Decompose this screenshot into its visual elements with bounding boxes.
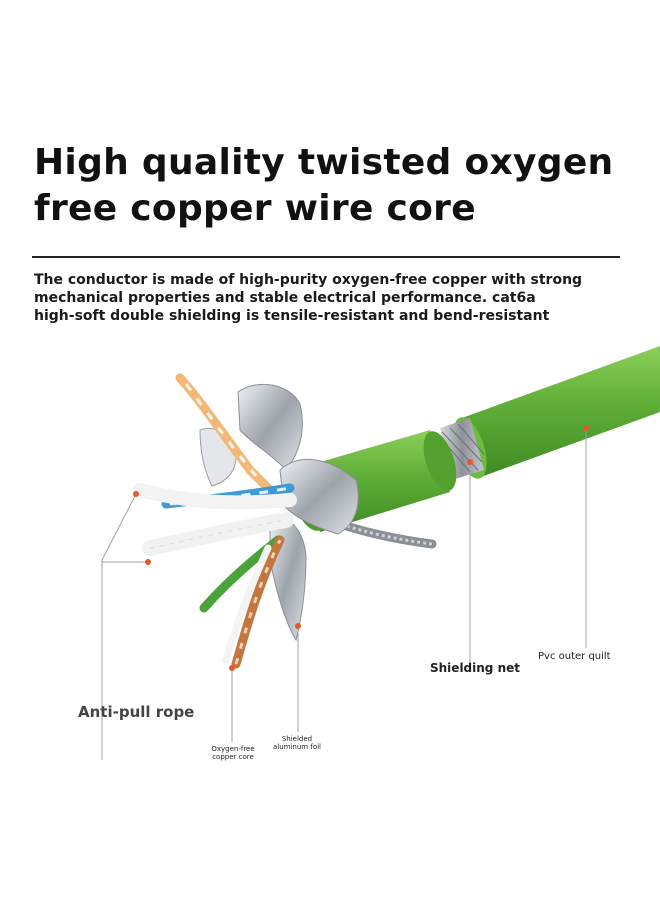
label-shielding-net: Shielding net	[430, 661, 520, 675]
label-aluminum-foil-line-1: Shielded	[281, 735, 313, 743]
dot-anti-pull-a	[133, 491, 139, 497]
dot-aluminum-foil	[295, 623, 301, 629]
dot-shielding-net	[467, 459, 473, 465]
callout-lines	[101, 428, 587, 760]
description-line-1: The conductor is made of high-purity oxy…	[34, 272, 583, 288]
description-line-3: high-soft double shielding is tensile-re…	[34, 308, 550, 324]
page-title: High quality twisted oxygen free copper …	[34, 140, 634, 232]
label-anti-pull-rope: Anti-pull rope	[78, 703, 195, 721]
title-line-1: High quality twisted oxygen	[34, 142, 614, 183]
title-divider	[32, 256, 620, 258]
aluminum-foil	[199, 383, 359, 642]
label-oxygen-free-line-2: copper core	[212, 753, 254, 761]
label-aluminum-foil-line-2: aluminum foil	[273, 743, 321, 751]
dot-copper-core	[229, 665, 235, 671]
twisted-pairs	[133, 373, 297, 669]
description: The conductor is made of high-purity oxy…	[34, 271, 634, 325]
label-oxygen-free-line-1: Oxygen-free	[211, 745, 255, 753]
title-line-2: free copper wire core	[34, 188, 476, 229]
description-line-2: mechanical properties and stable electri…	[34, 290, 536, 306]
dot-anti-pull-b	[145, 559, 151, 565]
label-oxygen-free-copper-core: Oxygen-free copper core	[204, 745, 262, 761]
callout-anti-pull-a	[101, 493, 137, 760]
label-shielded-aluminum-foil: Shielded aluminum foil	[266, 735, 328, 751]
callout-dots	[133, 425, 589, 671]
label-pvc-outer-quilt: Pvc outer quilt	[538, 651, 611, 662]
dot-pvc-outer	[583, 425, 589, 431]
